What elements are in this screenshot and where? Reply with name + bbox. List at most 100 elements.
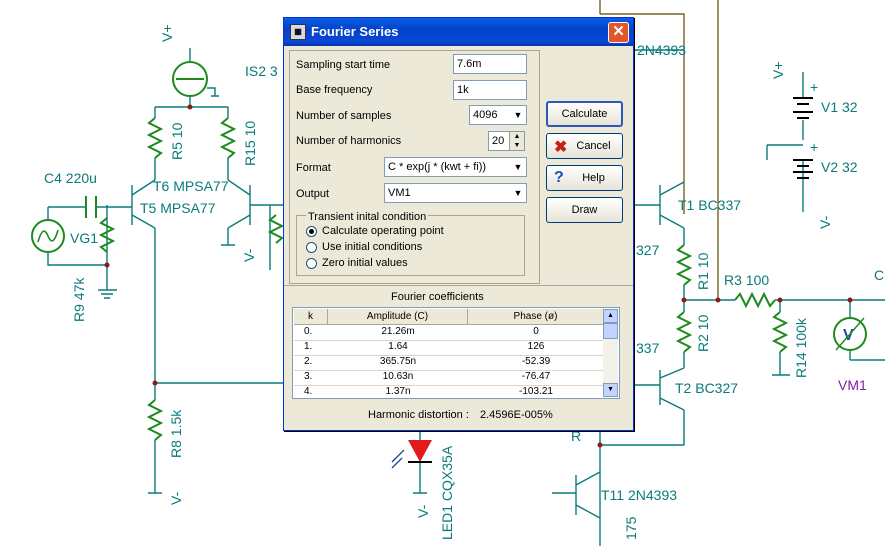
cell-phase: 126 xyxy=(527,341,545,352)
is2-label: IS2 3 xyxy=(245,63,278,79)
v1-label: V1 32 xyxy=(821,99,858,115)
vminus-label-led: V- xyxy=(415,504,431,518)
cell-amplitude: 1.64 xyxy=(388,341,408,352)
separator xyxy=(284,285,633,286)
close-icon: ✕ xyxy=(612,23,625,40)
parameters-group xyxy=(289,50,540,284)
t1-label: T1 BC337 xyxy=(678,197,741,213)
cell-phase: -103.21 xyxy=(519,386,553,397)
table-row[interactable]: 2. 365.75n -52.39 xyxy=(294,355,604,371)
scroll-thumb[interactable] xyxy=(603,323,618,339)
dialog-titlebar[interactable]: ▦ Fourier Series ✕ xyxy=(284,18,633,46)
format-value: C * exp(j * (kwt + fi)) xyxy=(388,161,487,173)
r9-label: R9 47k xyxy=(71,277,87,322)
vg1-label: VG1 xyxy=(70,230,98,246)
chevron-down-icon[interactable]: ▼ xyxy=(510,158,526,176)
vm1-label: VM1 xyxy=(838,377,867,393)
spin-up-icon[interactable]: ▲ xyxy=(513,133,521,140)
harmonic-distortion-value: 2.4596E-005% xyxy=(480,409,553,421)
table-row[interactable]: 1. 1.64 126 xyxy=(294,340,604,356)
fourier-series-dialog[interactable]: ▦ Fourier Series ✕ Sampling start time 7… xyxy=(283,17,634,431)
cell-phase: 0 xyxy=(533,326,539,337)
radio-label-0: Calculate operating point xyxy=(322,225,444,237)
num-samples-label: Number of samples xyxy=(296,110,392,122)
vplus-label: V+ xyxy=(159,24,175,42)
cell-amplitude: 21.26m xyxy=(381,326,415,337)
plus-v1: + xyxy=(810,79,818,95)
radio-use-initial-conditions[interactable] xyxy=(306,242,317,253)
scroll-up-icon[interactable]: ▲ xyxy=(603,309,618,323)
r14-label: R14 100k xyxy=(793,317,809,378)
current-source-is2: IS2 3 V+ xyxy=(159,24,278,107)
v2-label: V2 32 xyxy=(821,159,858,175)
output-select[interactable]: VM1 ▼ xyxy=(384,183,527,203)
sampling-start-label: Sampling start time xyxy=(296,59,391,71)
base-frequency-input[interactable]: 1k xyxy=(453,80,527,100)
spin-down-icon[interactable]: ▼ xyxy=(513,142,521,149)
table-row[interactable]: 3. 10.63n -76.47 xyxy=(294,370,604,386)
frag-327: 327 xyxy=(636,242,660,258)
num-samples-select[interactable]: 4096 ▼ xyxy=(469,105,527,125)
cancel-label: Cancel xyxy=(576,140,611,152)
coefficients-table[interactable]: k Amplitude (C) Phase (ø) 0. 21.26m 0 1.… xyxy=(292,307,620,399)
help-question-icon: ? xyxy=(554,169,564,186)
help-label: Help xyxy=(582,172,605,184)
base-frequency-label: Base frequency xyxy=(296,84,373,96)
output-label: Output xyxy=(296,188,330,200)
format-select[interactable]: C * exp(j * (kwt + fi)) ▼ xyxy=(384,157,527,177)
close-button[interactable]: ✕ xyxy=(608,22,629,43)
cell-amplitude: 10.63n xyxy=(382,371,414,382)
vminus-label-left: V- xyxy=(168,491,184,505)
cell-amplitude: 1.37n xyxy=(385,386,411,397)
col-header-phase[interactable]: Phase (ø) xyxy=(468,309,604,325)
draw-button[interactable]: Draw xyxy=(546,197,623,223)
cell-k: 1. xyxy=(304,341,313,352)
num-harmonics-input[interactable]: 20 ▲ ▼ xyxy=(488,131,525,151)
vminus-label-mid: V- xyxy=(241,248,257,262)
vminus-label-right: V- xyxy=(817,215,833,229)
table-row[interactable]: 4. 1.37n -103.21 xyxy=(294,385,604,398)
app-icon: ▦ xyxy=(290,24,306,40)
scroll-down-icon[interactable]: ▼ xyxy=(603,383,618,397)
radio-calculate-operating-point[interactable] xyxy=(306,226,317,237)
t11-label: T11 2N4393 xyxy=(601,487,677,503)
radio-label-2: Zero initial values xyxy=(322,257,408,269)
draw-label: Draw xyxy=(571,204,598,216)
t4393-top-label: 2N4393 xyxy=(637,42,686,58)
led1-label: LED1 CQX35A xyxy=(439,445,455,540)
calculate-button[interactable]: Calculate xyxy=(546,101,623,127)
cell-phase: -76.47 xyxy=(521,371,551,382)
num-harmonics-spinner[interactable]: ▲ ▼ xyxy=(509,132,524,150)
chevron-down-icon[interactable]: ▼ xyxy=(510,106,526,124)
t5-label: T5 MPSA77 xyxy=(140,200,216,216)
help-button[interactable]: ? Help xyxy=(546,165,623,191)
radio-zero-initial-values[interactable] xyxy=(306,258,317,269)
table-row[interactable]: 0. 21.26m 0 xyxy=(294,325,604,341)
frag-r: R xyxy=(571,428,581,444)
table-scrollbar[interactable]: ▲ ▼ xyxy=(603,309,618,397)
col-header-k[interactable]: k xyxy=(294,309,328,325)
frag-175: 175 xyxy=(623,516,639,540)
format-label: Format xyxy=(296,162,331,174)
transient-group-title: Transient inital condition xyxy=(306,211,429,223)
num-samples-value: 4096 xyxy=(473,109,498,121)
cancel-button[interactable]: ✖ Cancel xyxy=(546,133,623,159)
frag-337: 337 xyxy=(636,340,660,356)
vplus-label-right: V+ xyxy=(770,61,786,79)
cell-k: 4. xyxy=(304,386,313,397)
dialog-title: Fourier Series xyxy=(311,24,399,39)
r8-label: R8 1.5k xyxy=(168,409,184,458)
sampling-start-input[interactable]: 7.6m xyxy=(453,54,527,74)
cell-k: 2. xyxy=(304,356,313,367)
output-value: VM1 xyxy=(388,187,411,199)
r5-label: R5 10 xyxy=(169,122,185,160)
r1-label: R1 10 xyxy=(695,252,711,290)
col-header-amplitude[interactable]: Amplitude (C) xyxy=(328,309,468,325)
r2-label: R2 10 xyxy=(695,314,711,352)
num-harmonics-value: 20 xyxy=(492,135,505,147)
frag-c: C xyxy=(874,267,884,283)
chevron-down-icon[interactable]: ▼ xyxy=(510,184,526,202)
cell-k: 0. xyxy=(304,326,313,337)
t6-label: T6 MPSA77 xyxy=(153,178,229,194)
